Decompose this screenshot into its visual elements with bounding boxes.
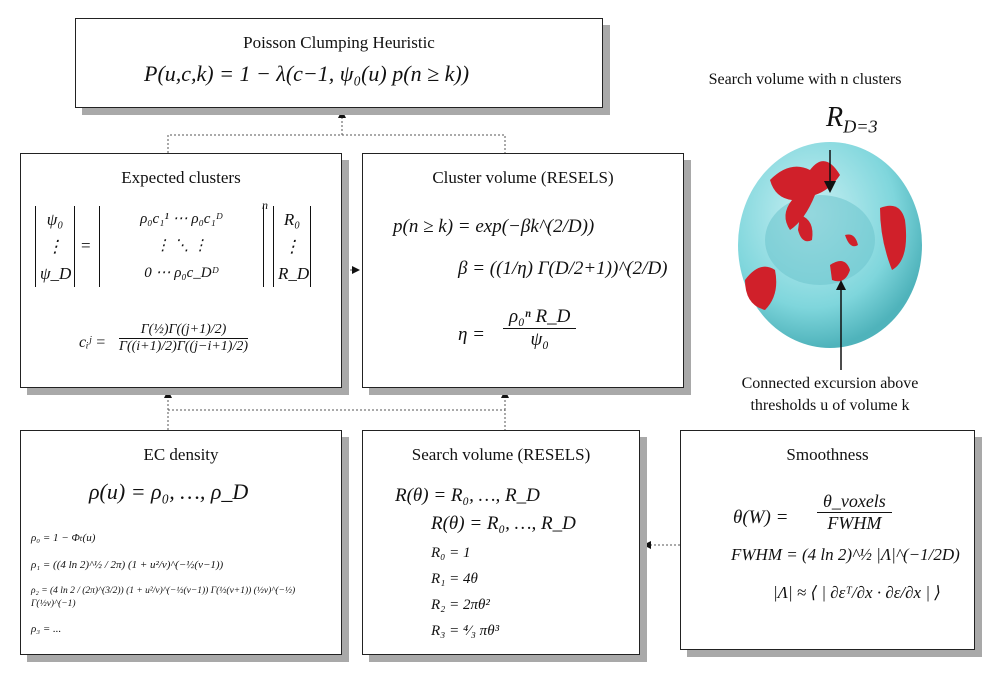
r2: R₂ = 2πθ²: [431, 597, 490, 613]
cell: ⋮: [46, 237, 64, 256]
cluster: [845, 234, 858, 247]
brain-illustration: [738, 142, 922, 370]
vector-psi: ψ₀ ⋮ ψ_D: [35, 206, 75, 287]
smoothness-box: Smoothness θ(W) = θ_voxels FWHM FWHM = (…: [680, 430, 975, 650]
r3: R₃ = ⁴⁄₃ πθ³: [431, 623, 500, 639]
fwhm-formula: FWHM = (4 ln 2)^½ |Λ|^(−1/2D): [731, 545, 960, 564]
search-volume-label: Search volume with n clusters: [708, 71, 902, 88]
excursion-label-1: Connected excursion above: [741, 375, 919, 392]
search-volume-box: Search volume (RESELS) R(θ) = R₀, …, R_D…: [362, 430, 640, 655]
cell: R₀: [283, 210, 301, 229]
connector-top: [167, 134, 506, 153]
eta-fraction: ρ₀ⁿ R_D ψ₀: [503, 306, 577, 351]
cell: R_D: [278, 264, 310, 283]
clusters: [745, 161, 907, 310]
cluster: [798, 215, 813, 242]
theta-lhs: θ(W) =: [733, 507, 789, 528]
formula-eta-lhs: η =: [458, 324, 485, 345]
expected-clusters-box: Expected clusters ψ₀ ⋮ ψ_D = ρ₀c₁¹ ⋯ ρ₀c…: [20, 153, 342, 388]
denominator: FWHM: [827, 513, 882, 533]
lambda-formula: |Λ| ≈ ⟨ | ∂εᵀ/∂x · ∂ε/∂x | ⟩: [773, 583, 941, 602]
r-subscript: D=3: [843, 116, 878, 137]
denominator: Γ((i+1)/2)Γ((j−i+1)/2): [119, 339, 249, 354]
arrow-up-icon: [836, 280, 846, 290]
coef-fraction: Γ(½)Γ((j+1)/2) Γ((i+1)/2)Γ((j−i+1)/2): [119, 322, 249, 355]
r-d-label: RD=3: [826, 102, 878, 138]
ec-density-box: EC density ρ(u) = ρ₀, …, ρ_D ρ₀ = 1 − Φₜ…: [20, 430, 342, 655]
vector-r: R₀ ⋮ R_D: [273, 206, 311, 287]
rho0: ρ₀ = 1 − Φₜ(u): [31, 532, 96, 544]
cell: 0 ⋯ ρ₀c_Dᴰ: [144, 265, 219, 281]
theta-fraction: θ_voxels FWHM: [817, 491, 892, 534]
formula-main: ρ(u) = ρ₀, …, ρ_D: [89, 479, 249, 504]
box-title: Smoothness: [786, 445, 869, 464]
numerator: θ_voxels: [817, 491, 892, 513]
cluster-volume-box: Cluster volume (RESELS) p(n ≥ k) = exp(−…: [362, 153, 684, 388]
cell: ⋮ ⋱ ⋮: [155, 238, 208, 254]
denominator: ψ₀: [530, 329, 549, 350]
matrix-exponent: n: [262, 198, 268, 212]
formula-main-1: R(θ) = R₀, …, R_D: [395, 485, 540, 506]
box-title: Expected clusters: [121, 168, 241, 187]
coef-lhs: cᵢʲ =: [79, 334, 107, 351]
matrix-rho: ρ₀c₁¹ ⋯ ρ₀c₁ᴰ ⋮ ⋱ ⋮ 0 ⋯ ρ₀c_Dᴰ: [99, 206, 264, 287]
cluster: [745, 266, 777, 310]
rho3: ρ₃ = ...: [31, 623, 62, 635]
cluster: [830, 261, 850, 282]
poisson-clumping-box: Poisson Clumping Heuristic P(u,c,k) = 1 …: [75, 18, 603, 108]
r1: R₁ = 4θ: [431, 571, 478, 587]
cluster: [880, 205, 907, 270]
formula-main-2: R(θ) = R₀, …, R_D: [431, 513, 576, 534]
rho2: ρ₂ = (4 ln 2 / (2π)^(3/2)) (1 + u²/ν)^(−…: [31, 586, 296, 609]
cell: ⋮: [283, 237, 301, 256]
formula-p: p(n ≥ k) = exp(−βk^(2/D)): [393, 216, 595, 237]
formula: P(u,c,k) = 1 − λ(c−1, ψ₀(u) p(n ≥ k)): [144, 61, 470, 86]
r0: R₀ = 1: [431, 545, 471, 561]
rho1: ρ₁ = ((4 ln 2)^½ / 2π) (1 + u²/ν)^(−½(ν−…: [31, 559, 224, 571]
r-symbol: R: [826, 102, 844, 133]
formula-beta: β = ((1/η) Γ(D/2+1))^(2/D): [458, 258, 668, 279]
cluster: [770, 161, 840, 230]
connector-bottom: [167, 409, 506, 430]
cell: ψ_D: [40, 264, 72, 283]
cell: ψ₀: [46, 210, 64, 229]
box-title: Poisson Clumping Heuristic: [243, 33, 435, 52]
numerator: Γ(½)Γ((j+1)/2): [119, 322, 249, 339]
equals-sign: =: [81, 236, 91, 255]
box-title: Search volume (RESELS): [411, 445, 591, 464]
cell: ρ₀c₁¹ ⋯ ρ₀c₁ᴰ: [140, 211, 223, 227]
numerator: ρ₀ⁿ R_D: [503, 306, 577, 329]
excursion-label-2: thresholds u of volume k: [750, 397, 910, 414]
box-title: EC density: [143, 445, 219, 464]
box-title: Cluster volume (RESELS): [432, 168, 614, 187]
